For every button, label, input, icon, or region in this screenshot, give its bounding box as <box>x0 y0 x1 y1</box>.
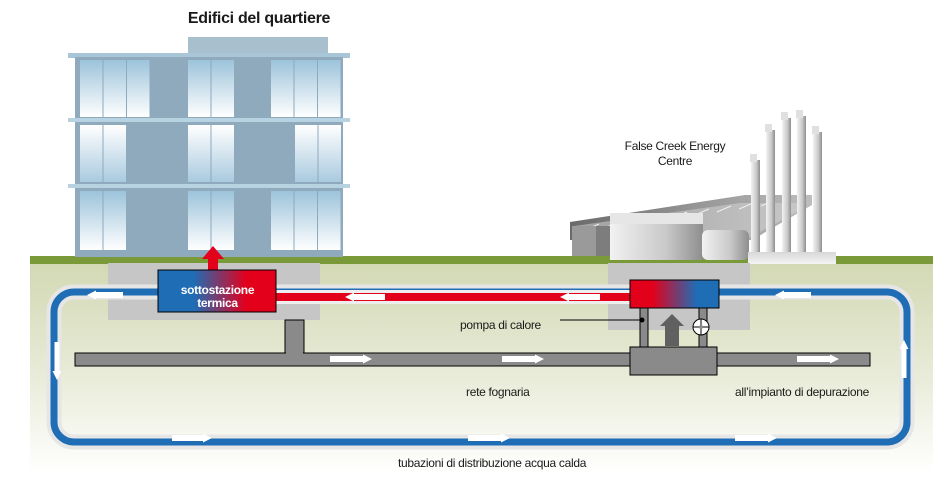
heat-flow-arrow <box>660 314 684 346</box>
smokestack-cap <box>796 110 803 118</box>
building-window <box>271 191 294 250</box>
building-window <box>211 60 234 117</box>
substation-label: sottostazione termica <box>158 284 277 310</box>
building-window <box>188 191 211 250</box>
building-window <box>318 191 341 250</box>
hot-flow-arrow <box>345 292 385 302</box>
loop-flow-arrow <box>87 290 123 300</box>
smokestack-cap <box>781 112 788 120</box>
building-window <box>295 125 318 182</box>
building-window <box>211 125 234 182</box>
building-window <box>294 191 317 250</box>
loop-flow-arrow <box>468 433 510 443</box>
smokestack <box>797 116 806 256</box>
hot-water-line <box>270 293 635 301</box>
sewer-label: rete fognaria <box>466 385 530 399</box>
energy-centre-building <box>570 110 836 264</box>
sewer-flow-arrow <box>502 354 544 364</box>
energy-centre-label-line1: False Creek Energy <box>624 139 726 153</box>
distribution-pipes-label: tubazioni di distribuzione acqua calda <box>398 456 587 470</box>
building-window <box>103 191 126 250</box>
energy-centre-label: False Creek Energy Centre <box>590 139 760 169</box>
treatment-plant-label: all’impianto di depurazione <box>735 385 869 399</box>
building-window <box>188 60 211 117</box>
building-window <box>211 191 234 250</box>
buildings-title: Edifici del quartiere <box>187 10 331 27</box>
smokestack <box>751 160 760 256</box>
heat-to-building-arrow <box>202 246 224 272</box>
building-window <box>318 125 341 182</box>
loop-flow-arrow <box>52 342 62 380</box>
smokestack <box>782 118 791 256</box>
pump-icon <box>692 318 710 336</box>
loop-flow-arrow <box>172 433 212 443</box>
building-window <box>103 125 126 182</box>
roof-panel-line <box>738 202 754 210</box>
substation-label-line2: termica <box>197 296 238 310</box>
smokestack-cap <box>812 126 819 134</box>
smokestack <box>813 132 822 256</box>
roof-panel-line <box>716 205 732 213</box>
sewer-pipe <box>74 352 871 367</box>
building-window <box>271 60 294 117</box>
heat-pump-unit <box>629 279 720 309</box>
building-window <box>80 60 103 117</box>
heat-exchanger-box <box>629 346 718 376</box>
energy-centre-label-line2: Centre <box>657 154 693 168</box>
heat-pump-left-pipe <box>639 307 649 349</box>
building-window <box>294 60 317 117</box>
hot-flow-arrow <box>560 292 600 302</box>
substation-unit <box>157 269 277 313</box>
building-window <box>80 125 103 182</box>
sewer-flow-arrow <box>330 354 372 364</box>
ground-surface <box>30 256 933 264</box>
smokestack-cap <box>750 154 757 162</box>
loop-flow-arrow <box>775 290 811 300</box>
smokestack <box>766 130 775 256</box>
loop-flow-arrow <box>899 340 909 378</box>
substation-label-line1: sottostazione <box>180 283 255 297</box>
building-window <box>103 60 126 117</box>
sewer-flow-arrow <box>797 354 839 364</box>
building-window <box>127 60 150 117</box>
building-window <box>80 191 103 250</box>
building-window <box>188 125 211 182</box>
smokestack-cap <box>765 124 772 132</box>
heat-pump-label: pompa di calore <box>460 318 541 332</box>
building-window <box>318 60 341 117</box>
district-building <box>68 37 350 257</box>
loop-flow-arrow <box>735 433 777 443</box>
